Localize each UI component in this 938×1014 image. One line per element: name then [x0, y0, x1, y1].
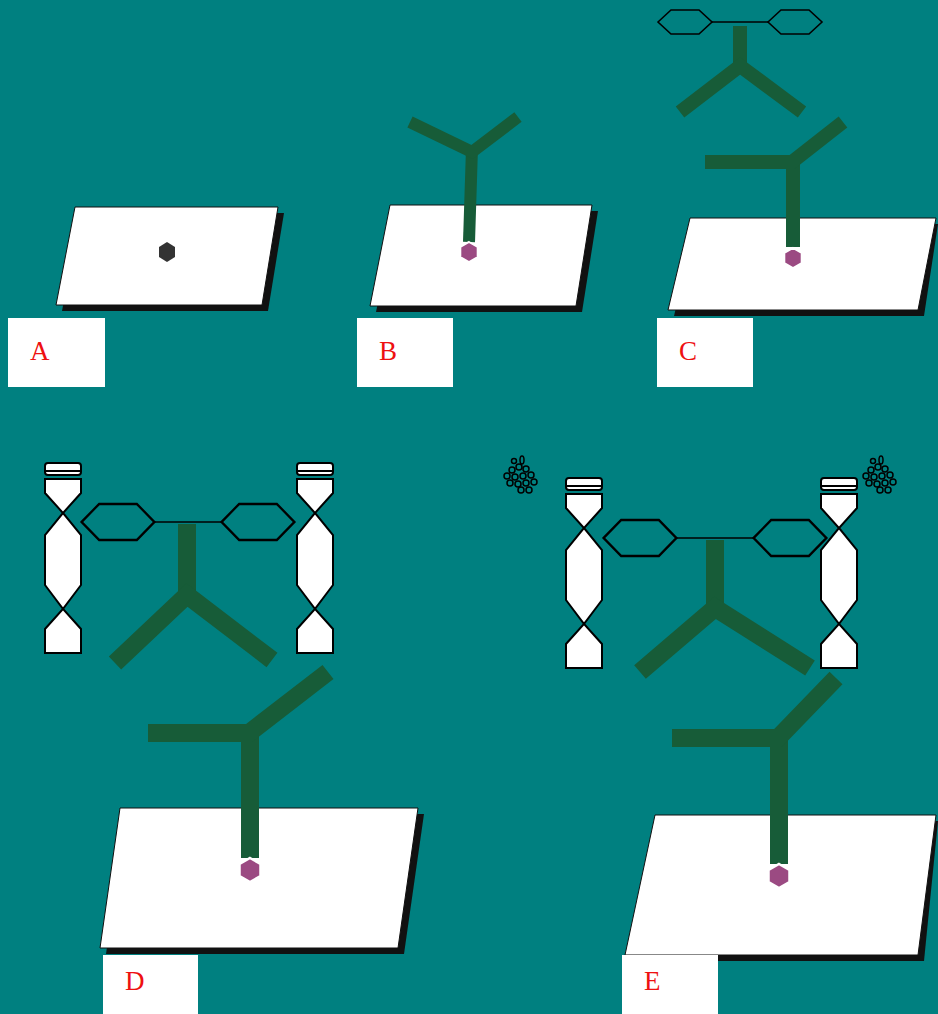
plate: [100, 808, 424, 954]
detection-antibody: [115, 524, 272, 663]
antigen: [460, 242, 477, 262]
biotin-label: [604, 520, 827, 556]
capture-antibody: [705, 122, 843, 247]
streptavidin: [45, 463, 81, 653]
antigen: [240, 858, 261, 882]
panel-label-box: D: [103, 955, 198, 1014]
capture-antibody: [672, 678, 836, 864]
plate: [668, 218, 938, 316]
panel-letter: C: [679, 338, 697, 365]
detection-antibody: [640, 540, 810, 672]
antigen: [769, 864, 790, 888]
panel-label-box: B: [357, 318, 453, 387]
streptavidin: [297, 463, 333, 653]
panel-label-box: A: [8, 318, 105, 387]
panel-label-box: C: [657, 318, 753, 387]
antigen: [159, 242, 175, 262]
enzyme-substrate: [504, 456, 537, 493]
biotin-label: [658, 10, 822, 34]
enzyme-substrate: [863, 456, 896, 493]
panel-letter: B: [379, 338, 397, 365]
capture-antibody: [148, 672, 328, 858]
streptavidin: [821, 478, 857, 668]
streptavidin: [566, 478, 602, 668]
biotin-label: [82, 504, 295, 540]
detection-antibody: [680, 26, 802, 112]
panel-letter: E: [644, 968, 661, 995]
capture-antibody: [410, 117, 518, 242]
panel-label-box: E: [622, 955, 718, 1014]
plate: [370, 205, 598, 312]
plate: [56, 207, 284, 311]
panel-letter: D: [125, 968, 145, 995]
panel-letter: A: [30, 338, 50, 365]
antigen: [784, 248, 801, 268]
